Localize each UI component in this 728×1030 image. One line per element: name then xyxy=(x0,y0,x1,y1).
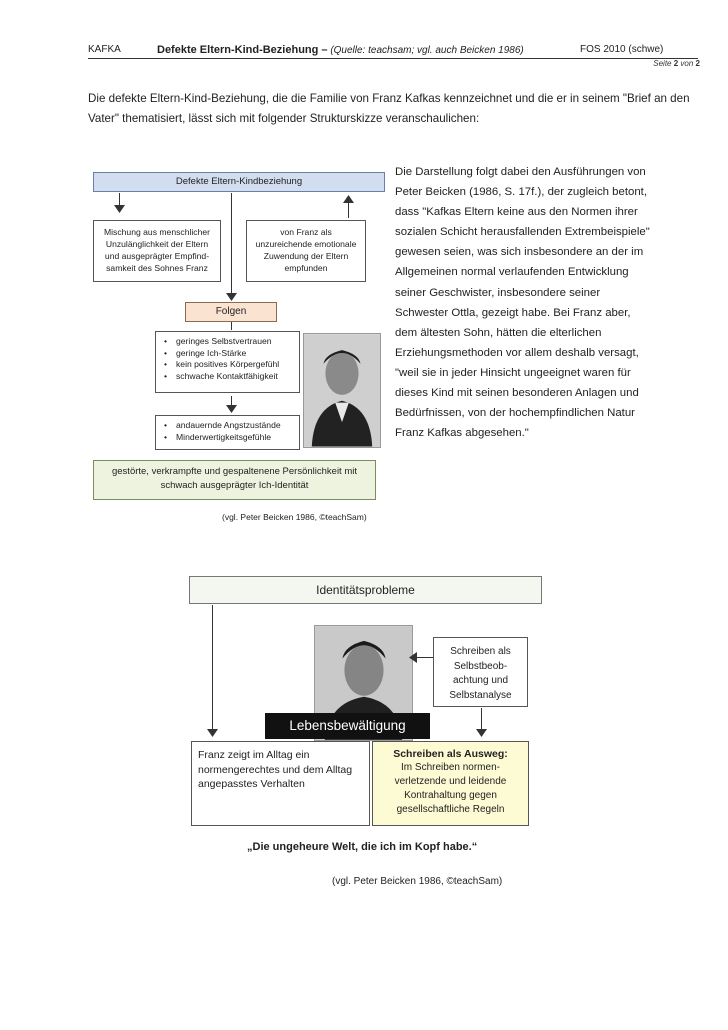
arrow-down-left-2 xyxy=(212,605,213,733)
list-item: andauernde Angstzustände xyxy=(164,420,299,432)
arrow-down-center xyxy=(231,193,232,297)
connector-folgen xyxy=(231,322,232,330)
consequence-list-2: andauernde Angstzustände Minderwertigkei… xyxy=(155,415,300,450)
list-item: geringe Ich-Stärke xyxy=(164,348,299,360)
list-item: Minderwertigkeitsgefühle xyxy=(164,432,299,444)
cause-box-left: Mischung aus menschlicher Unzulänglichke… xyxy=(93,220,221,282)
diagram2-title-box: Identitätsprobleme xyxy=(189,576,542,604)
kafka-portrait-small xyxy=(303,333,381,448)
ausweg-title: Schreiben als Ausweg: xyxy=(377,747,524,761)
explanation-paragraph: Die Darstellung folgt dabei den Ausführu… xyxy=(395,162,655,443)
header-subject: KAFKA xyxy=(88,44,121,55)
list-item: geringes Selbstvertrauen xyxy=(164,336,299,348)
arrowhead-down-icon xyxy=(207,729,218,737)
arrowhead-down-icon xyxy=(226,405,237,413)
cause-box-right: von Franz als unzureichende emotionale Z… xyxy=(246,220,366,282)
header-title: Defekte Eltern-Kind-Beziehung – (Quelle:… xyxy=(157,44,524,56)
header-title-source: (Quelle: teachsam; vgl. auch Beicken 198… xyxy=(330,45,523,56)
result-box: gestörte, verkrampfte und gespaltenene P… xyxy=(93,460,376,500)
diagram1-title-box: Defekte Eltern-Kindbeziehung xyxy=(93,172,385,192)
alltag-box: Franz zeigt im Alltag ein normengerechte… xyxy=(191,741,370,826)
header-title-bold: Defekte Eltern-Kind-Beziehung – xyxy=(157,44,328,56)
ausweg-body: Im Schreiben normen-verletzende und leid… xyxy=(377,761,524,817)
header-course: FOS 2010 (schwe) xyxy=(580,44,663,55)
ausweg-box: Schreiben als Ausweg: Im Schreiben norme… xyxy=(372,741,529,826)
folgen-box: Folgen xyxy=(185,302,277,322)
intro-paragraph: Die defekte Eltern-Kind-Beziehung, die d… xyxy=(88,89,698,129)
consequence-list-1: geringes Selbstvertrauen geringe Ich-Stä… xyxy=(155,331,300,393)
header-rule xyxy=(88,58,698,59)
arrowhead-left-icon xyxy=(409,652,417,663)
kafka-quote: „Die ungeheure Welt, die ich im Kopf hab… xyxy=(247,841,477,853)
arrowhead-down-icon xyxy=(226,293,237,301)
arrowhead-down-icon xyxy=(114,205,125,213)
arrowhead-up-icon xyxy=(343,195,354,203)
arrowhead-down-icon xyxy=(476,729,487,737)
page-number: Seite 2 von 2 xyxy=(653,59,700,68)
portrait-image xyxy=(304,334,380,447)
diagram1-caption: (vgl. Peter Beicken 1986, ©teachSam) xyxy=(222,512,367,522)
list-item: kein positives Körpergefühl xyxy=(164,359,299,371)
list-item: schwache Kontaktfähigkeit xyxy=(164,371,299,383)
lebensbewaeltigung-label: Lebensbewältigung xyxy=(265,713,430,739)
schreiben-box: Schreiben als Selbstbeob-achtung und Sel… xyxy=(433,637,528,707)
diagram2-caption: (vgl. Peter Beicken 1986, ©teachSam) xyxy=(332,876,502,887)
